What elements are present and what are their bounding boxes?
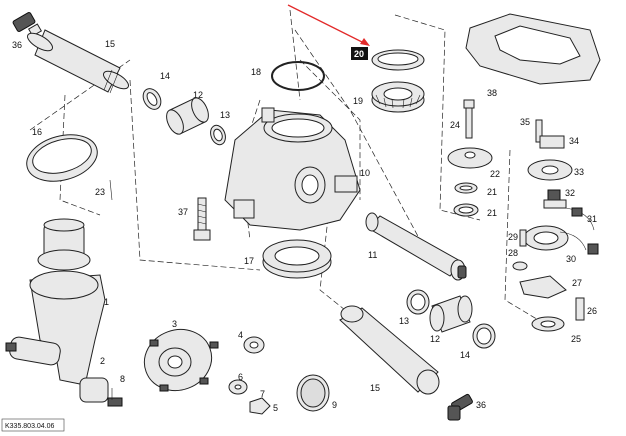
part-28-washer	[512, 261, 528, 271]
label-35: 35	[520, 117, 530, 127]
red-arrow-pointer	[287, 4, 370, 46]
label-12-bottom: 12	[430, 334, 440, 344]
label-34: 34	[569, 136, 579, 146]
label-28: 28	[508, 248, 518, 258]
label-2: 2	[100, 356, 105, 366]
part-35-screw	[535, 119, 543, 143]
label-21-lower: 21	[487, 208, 497, 218]
part-24-bolt	[463, 99, 475, 139]
label-20: 20	[354, 49, 364, 59]
part-21-washer-lower	[453, 203, 479, 217]
label-13-bottom: 13	[399, 316, 409, 326]
part-33-sensor-disc	[527, 159, 573, 181]
part-11-rack-shaft	[365, 212, 467, 281]
part-36-fitting-bottom	[447, 393, 473, 421]
part-26-screw	[575, 297, 585, 321]
label-36-top: 36	[12, 40, 22, 50]
part-17-needle-bearing	[262, 239, 332, 279]
part-37-bolt	[193, 197, 211, 241]
part-13-oring-top	[210, 124, 226, 146]
label-5: 5	[273, 403, 278, 413]
part-31-connector	[565, 207, 599, 255]
label-24: 24	[450, 120, 460, 130]
part-12-piston-top	[166, 97, 209, 135]
part-5-nut	[249, 397, 271, 415]
part-3-wheel-hub	[143, 329, 219, 392]
label-10: 10	[360, 168, 370, 178]
part-30-rotor-disc	[523, 225, 587, 251]
part-21-washer-upper	[454, 182, 478, 194]
label-30: 30	[566, 254, 576, 264]
part-18-retaining-ring	[271, 61, 325, 91]
part-32-sensor	[543, 189, 567, 209]
label-15-bottom: 15	[370, 383, 380, 393]
label-15-top: 15	[105, 39, 115, 49]
label-25: 25	[571, 334, 581, 344]
part-15-cylinder-top	[27, 29, 129, 94]
label-27: 27	[572, 278, 582, 288]
label-4: 4	[238, 330, 243, 340]
part-13-oring-bottom	[406, 289, 430, 315]
label-13-top: 13	[220, 110, 230, 120]
reference-code-box: K335.803.04.06	[1, 418, 65, 432]
label-36-bottom: 36	[476, 400, 486, 410]
label-26: 26	[587, 306, 597, 316]
part-14-seal-ring-bottom	[472, 323, 496, 349]
label-22: 22	[490, 169, 500, 179]
part-6-washer	[228, 379, 248, 395]
label-29: 29	[508, 232, 518, 242]
label-7: 7	[260, 389, 265, 399]
label-9: 9	[332, 400, 337, 410]
part-4-nut	[243, 336, 265, 354]
label-17: 17	[244, 256, 254, 266]
part-12-piston-bottom	[429, 295, 473, 333]
label-11: 11	[368, 250, 377, 260]
part-29-bolt	[519, 229, 527, 247]
label-32: 32	[565, 188, 575, 198]
part-16-large-seal	[26, 134, 98, 182]
label-18: 18	[251, 67, 261, 77]
label-31: 31	[587, 214, 597, 224]
label-20-highlight-box	[351, 47, 368, 60]
label-1: 1	[104, 297, 109, 307]
part-14-seal-ring	[142, 88, 162, 110]
part-34-clip	[539, 135, 565, 149]
label-33: 33	[574, 167, 584, 177]
label-38: 38	[487, 88, 497, 98]
callout-labels: 36 15 14 12 13 16 23 1 2 8 3 4 6 7 5 9 3…	[12, 39, 597, 413]
label-6: 6	[238, 372, 243, 382]
part-22-flange	[447, 147, 493, 169]
label-23: 23	[95, 187, 105, 197]
part-20-bearing-cup	[371, 49, 425, 71]
part-19-tapered-bearing	[371, 81, 425, 113]
part-10-steering-housing	[224, 107, 361, 231]
part-9-dust-cap	[296, 374, 330, 412]
reference-code: K335.803.04.06	[5, 423, 55, 430]
label-12-top: 12	[193, 90, 203, 100]
label-37: 37	[178, 207, 188, 217]
part-1-steering-arm	[5, 218, 123, 407]
label-14-bottom: 14	[460, 350, 470, 360]
part-25-ring	[531, 316, 565, 332]
part-23-marker	[109, 179, 113, 201]
label-16: 16	[32, 127, 42, 137]
label-21-upper: 21	[487, 187, 497, 197]
label-19: 19	[353, 96, 363, 106]
label-3: 3	[172, 319, 177, 329]
label-14-top: 14	[160, 71, 170, 81]
label-8: 8	[120, 374, 125, 384]
part-38-pad	[465, 13, 601, 85]
part-36-fitting-top	[12, 12, 43, 37]
part-15-cylinder-bottom	[339, 305, 440, 395]
part-27-bracket	[519, 275, 567, 299]
